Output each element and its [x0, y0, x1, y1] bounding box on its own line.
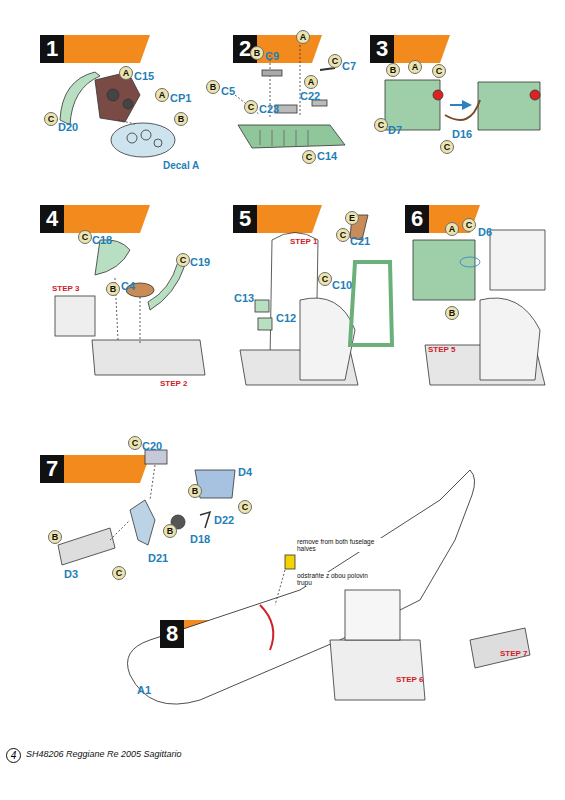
step-reference: STEP 2 — [160, 380, 187, 389]
paint-callout: A — [155, 88, 169, 102]
paint-callout: C — [128, 436, 142, 450]
step-flag: 3 — [370, 35, 394, 63]
paint-callout: B — [48, 530, 62, 544]
part-number: D21 — [148, 552, 168, 564]
step-reference: STEP 1 — [290, 238, 317, 247]
part-number: A1 — [137, 684, 151, 696]
paint-callout: E — [345, 211, 359, 225]
paint-callout: C — [374, 118, 388, 132]
part-number: C7 — [342, 60, 356, 72]
footer-text: SH48206 Reggiane Re 2005 Sagittario — [26, 750, 182, 760]
paint-callout: C — [44, 112, 58, 126]
paint-callout: C — [244, 100, 258, 114]
paint-callout: A — [408, 60, 422, 74]
paint-callout: B — [106, 282, 120, 296]
step-number: 4 — [46, 206, 58, 231]
step-number: 6 — [411, 206, 423, 231]
part-number: C4 — [121, 280, 135, 292]
paint-callout: C — [318, 272, 332, 286]
step-reference: STEP 7 — [500, 650, 527, 659]
step-flag: 1 — [40, 35, 64, 63]
step-number: 7 — [46, 456, 58, 481]
part-number: C19 — [190, 256, 210, 268]
part-number: C20 — [142, 440, 162, 452]
part-number: C5 — [221, 85, 235, 97]
part-number: C18 — [92, 234, 112, 246]
paint-callout: C — [176, 253, 190, 267]
paint-callout: A — [445, 222, 459, 236]
paint-callout: C — [328, 54, 342, 68]
paint-callout: C — [238, 500, 252, 514]
part-number: C9 — [265, 50, 279, 62]
step-number: 2 — [239, 36, 251, 61]
step-flag: 7 — [40, 455, 64, 483]
paint-callout: B — [206, 80, 220, 94]
part-number: C12 — [276, 312, 296, 324]
step-flag: 5 — [233, 205, 257, 233]
paint-callout: B — [174, 112, 188, 126]
part-number: D4 — [238, 466, 252, 478]
step-number: 5 — [239, 206, 251, 231]
part-number: D20 — [58, 121, 78, 133]
step-flag: 8 — [160, 620, 184, 648]
step-flag: 4 — [40, 205, 64, 233]
paint-callout: B — [250, 46, 264, 60]
paint-callout: B — [163, 524, 177, 538]
part-number: D22 — [214, 514, 234, 526]
paint-callout: C — [432, 64, 446, 78]
part-number: C15 — [134, 70, 154, 82]
part-number: CP1 — [170, 92, 191, 104]
paint-callout: A — [296, 30, 310, 44]
part-number: D16 — [452, 128, 472, 140]
part-number: D7 — [388, 124, 402, 136]
paint-callout: B — [445, 306, 459, 320]
part-number: D3 — [64, 568, 78, 580]
paint-callout: B — [386, 63, 400, 77]
paint-callout: C — [302, 150, 316, 164]
part-number: C23 — [259, 103, 279, 115]
step-number: 8 — [166, 621, 178, 646]
decal-callout: Decal A — [163, 160, 199, 171]
step-number: 1 — [46, 36, 58, 61]
note: remove from both fuselage halves — [297, 538, 383, 552]
note: odstraňte z obou polovin trupu — [297, 572, 383, 586]
paint-callout: C — [462, 218, 476, 232]
paint-callout: C — [336, 228, 350, 242]
part-number: C10 — [332, 279, 352, 291]
step-number: 3 — [376, 36, 388, 61]
paint-callout: C — [440, 140, 454, 154]
paint-callout: A — [119, 66, 133, 80]
part-number: C22 — [300, 90, 320, 102]
page-number: 4 — [6, 748, 21, 763]
paint-callout: C — [112, 566, 126, 580]
paint-callout: B — [188, 484, 202, 498]
paint-callout: A — [304, 75, 318, 89]
step-flag: 6 — [405, 205, 429, 233]
part-number: C21 — [350, 235, 370, 247]
paint-callout: C — [78, 230, 92, 244]
part-number: C13 — [234, 292, 254, 304]
step-reference: STEP 5 — [428, 346, 455, 355]
step-reference: STEP 3 — [52, 285, 79, 294]
step-reference: STEP 6 — [396, 676, 423, 685]
part-number: D18 — [190, 533, 210, 545]
part-number: D6 — [478, 226, 492, 238]
part-number: C14 — [317, 150, 337, 162]
